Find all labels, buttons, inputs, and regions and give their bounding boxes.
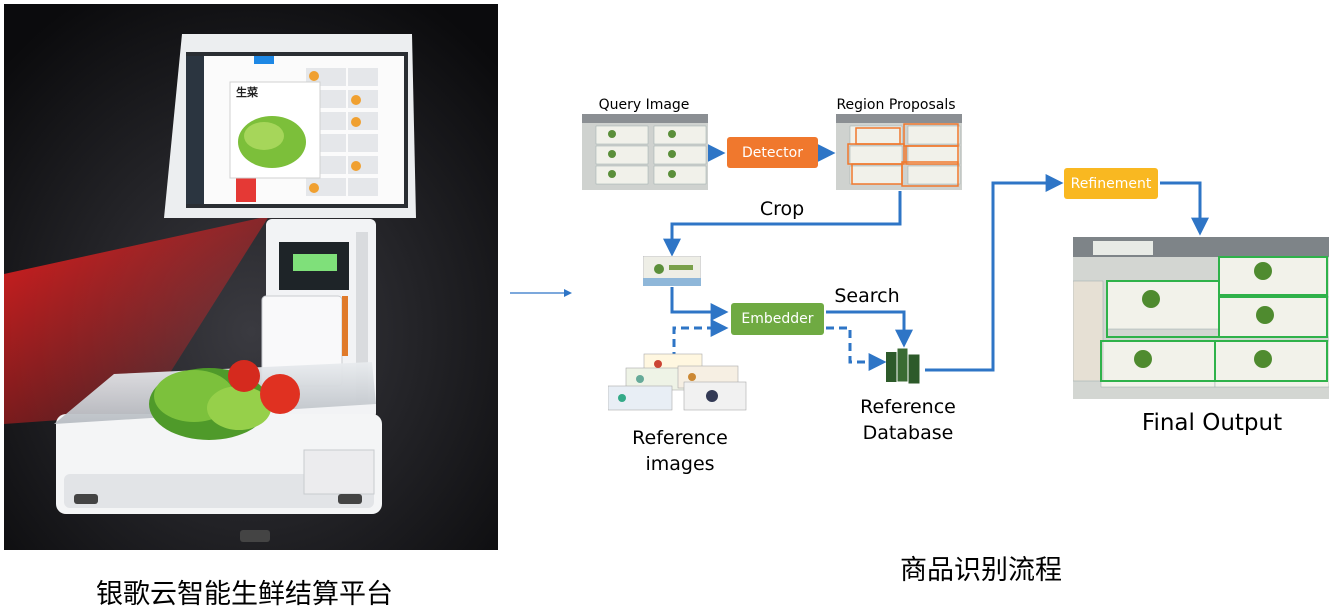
reference-database-label-line2: Database	[862, 422, 954, 444]
region-proposals-label: Region Proposals	[836, 97, 956, 113]
cropped-image	[643, 256, 701, 286]
smart-scale-illustration	[4, 4, 498, 550]
query-image-label: Query Image	[598, 97, 690, 113]
search-label: Search	[834, 285, 900, 307]
reference-images-stack	[608, 353, 747, 411]
crop-label: Crop	[759, 198, 805, 220]
screen-popup-label: 生菜	[236, 86, 258, 99]
query-image	[582, 114, 708, 190]
database-icon	[886, 347, 921, 385]
reference-database-label-line1: Reference	[860, 396, 956, 418]
panel-arrow	[510, 289, 572, 297]
region-proposals-image	[836, 114, 962, 190]
embedder-box: Embedder	[731, 303, 824, 335]
reference-images-label-line1: Reference	[632, 427, 728, 449]
caption-right: 商品识别流程	[900, 555, 1062, 586]
caption-left: 银歌云智能生鲜结算平台	[96, 579, 393, 610]
refinement-box: Refinement	[1064, 168, 1158, 199]
product-photo: 生菜	[4, 4, 498, 550]
final-output-label: Final Output	[1141, 410, 1283, 436]
detector-box: Detector	[727, 137, 818, 168]
final-output-image	[1073, 237, 1329, 399]
reference-images-label-line2: images	[645, 453, 715, 475]
